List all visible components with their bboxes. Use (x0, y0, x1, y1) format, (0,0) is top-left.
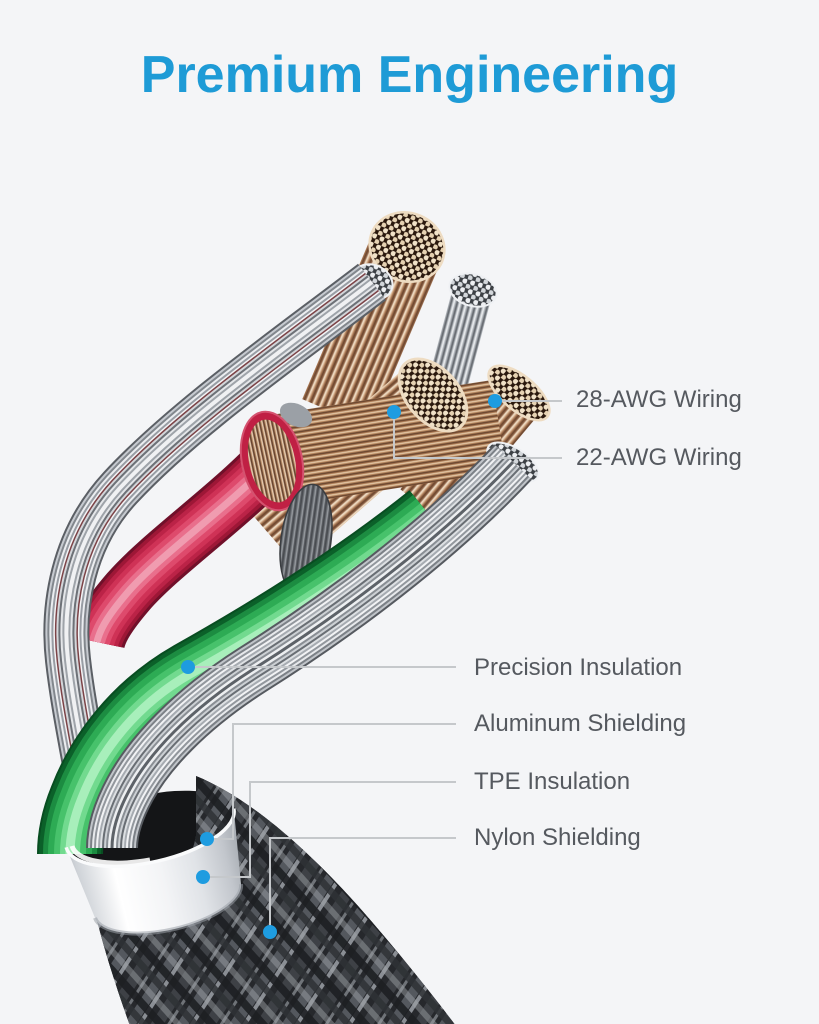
copper-bundle-face (487, 364, 551, 422)
dot-22awg (387, 405, 401, 419)
page-title: Premium Engineering (140, 46, 679, 104)
dot-aluminum-shielding (200, 832, 214, 846)
leader-aluminum-shielding (207, 723, 456, 840)
leader-nylon-shielding (269, 837, 456, 932)
wire-bundles (245, 211, 551, 566)
callout-label-aluminum-shielding: Aluminum Shielding (474, 710, 687, 737)
copper-bundle-face (368, 211, 446, 283)
callout-lines (188, 400, 562, 932)
drain-wire-stub (279, 402, 313, 428)
dot-tpe-insulation (196, 870, 210, 884)
callout-label-nylon-shielding: Nylon Shielding (474, 824, 641, 851)
callout-label-precision-insulation: Precision Insulation (474, 654, 683, 681)
leader-tpe-insulation (203, 781, 456, 878)
silver-bundle-face (448, 272, 498, 308)
copper-bundle-face (397, 357, 469, 433)
red-wire-cut-face (239, 410, 305, 512)
nylon-braid (95, 776, 455, 1024)
callout-dots (181, 394, 502, 939)
dot-nylon-shielding (263, 925, 277, 939)
tpe-collar (64, 808, 244, 936)
red-wire (69, 410, 305, 650)
dot-28awg (488, 394, 502, 408)
callout-label-tpe-insulation: TPE Insulation (474, 768, 631, 795)
callout-label-22awg: 22-AWG Wiring (576, 444, 742, 471)
dot-precision-insulation (181, 660, 195, 674)
aluminum-shield-front (86, 444, 532, 850)
callout-label-28awg: 28-AWG Wiring (576, 386, 742, 413)
leader-22awg (393, 412, 562, 459)
